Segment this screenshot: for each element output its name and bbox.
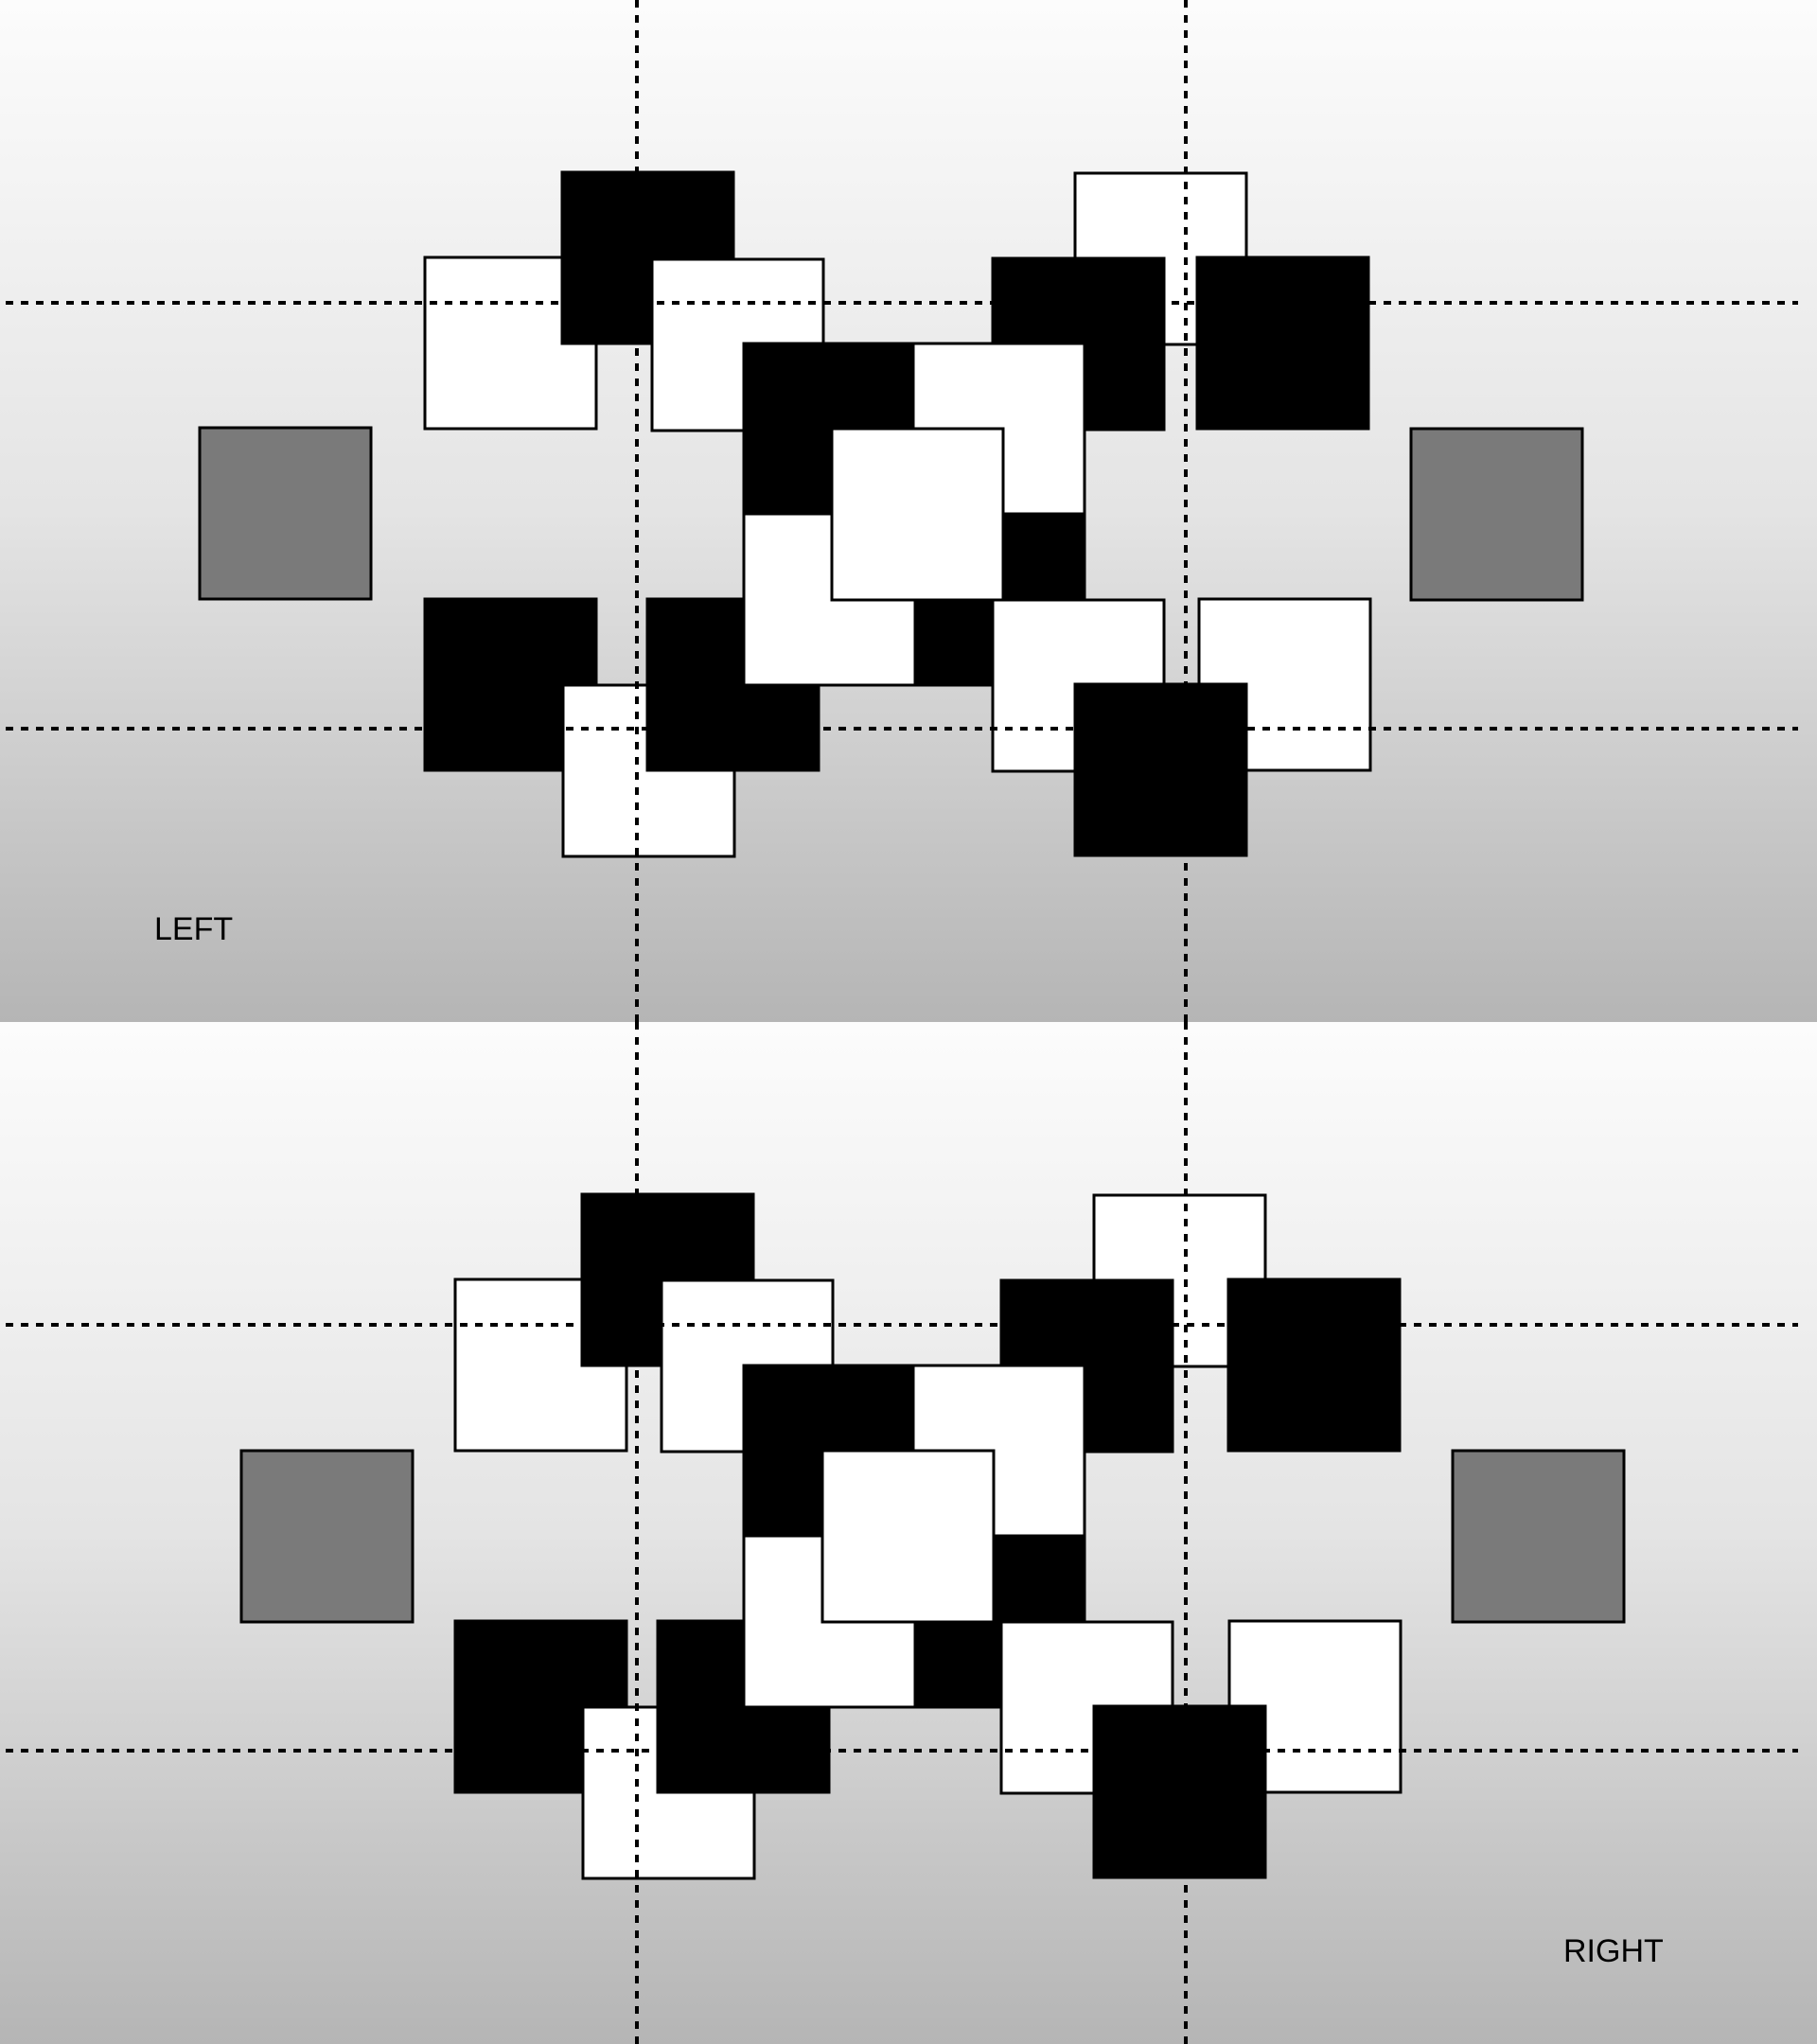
right-panel-label: RIGHT [1563, 1933, 1664, 1969]
gray-square [1451, 1449, 1626, 1624]
white-square [830, 427, 1005, 602]
white-square [820, 1449, 996, 1624]
black-square [1195, 256, 1370, 431]
gray-square [198, 426, 373, 601]
left-panel-drawing [6, 0, 1798, 1022]
right-panel-drawing [6, 1022, 1798, 2044]
left-panel-label: LEFT [154, 911, 234, 947]
black-square [1226, 1278, 1402, 1453]
black-square [1073, 682, 1248, 857]
gray-square [239, 1449, 415, 1624]
right-panel [0, 1022, 1817, 2044]
gray-square [1409, 427, 1584, 602]
black-square [1092, 1704, 1267, 1879]
left-panel [0, 0, 1817, 1022]
